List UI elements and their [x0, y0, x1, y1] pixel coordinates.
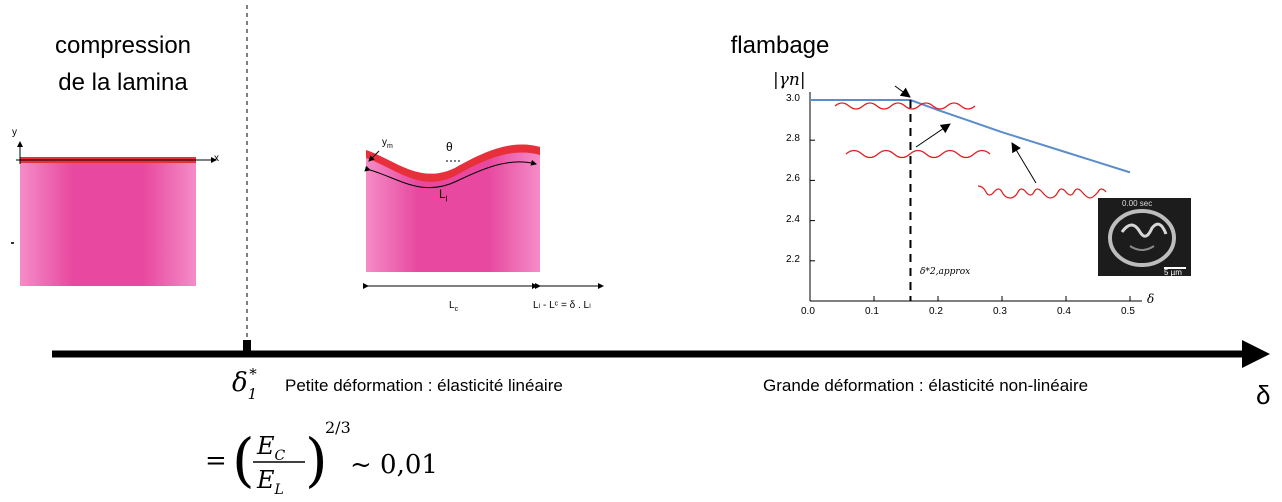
- chart-y-label: |γn|: [773, 70, 806, 90]
- inset-time-label: 0.00 sec: [1122, 199, 1153, 208]
- x-tick-label: 0.3: [993, 306, 1007, 317]
- axis-y-label: y: [12, 127, 17, 138]
- formula-open-paren: (: [232, 426, 255, 494]
- theta-label: θ: [446, 140, 453, 154]
- x-tick-label: 0.0: [801, 306, 815, 317]
- microscopy-inset: [1098, 198, 1191, 276]
- y-tick-label: 3.0: [786, 93, 800, 104]
- small-deformation-label: Petite déformation : élasticité linéaire: [285, 376, 563, 395]
- y-tick-label: 2.4: [786, 213, 800, 225]
- small-mark: [11, 242, 14, 244]
- buckling-chart: [809, 85, 1191, 302]
- Ll-label: Ll: [439, 187, 448, 204]
- x-tick-label: 0.5: [1121, 306, 1135, 317]
- series-line: [810, 99, 1131, 174]
- x-tick-label: 0.1: [865, 306, 879, 317]
- flat-lamina-illustration: [11, 141, 217, 286]
- y-tick-label: 2.6: [786, 173, 800, 185]
- y-tick-label: 2.2: [786, 253, 800, 265]
- delta1-label: δ1*: [232, 365, 258, 403]
- timeline-arrowhead: [1242, 340, 1270, 368]
- length-formula: Lₗ - Lᶜ = δ . Lₗ: [533, 300, 591, 311]
- y-tick-label: 2.8: [786, 133, 800, 145]
- formula-close-paren: ): [305, 426, 328, 494]
- chart-x-label: δ: [1147, 292, 1155, 306]
- pointer-arrow-3: [1011, 142, 1037, 184]
- formula-equals: =: [205, 446, 227, 476]
- formula-exponent: 2/3: [325, 418, 351, 437]
- formula-numerator: EC: [257, 432, 286, 464]
- right-title: flambage: [730, 32, 830, 59]
- contour-length-arrow: [364, 159, 537, 189]
- delta1-tick: [243, 340, 251, 354]
- x-tick-label: 0.4: [1057, 306, 1071, 317]
- inset-scale-label: 5 µm: [1164, 268, 1182, 277]
- timeline-delta-label: δ: [1256, 380, 1271, 410]
- left-title-line2: de la lamina: [58, 69, 188, 96]
- large-deformation-label: Grande déformation : élasticité non-liné…: [763, 376, 1089, 395]
- timeline-axis: [52, 340, 1270, 368]
- wave-large: [977, 185, 1107, 199]
- axis-x-label: x: [214, 153, 219, 164]
- ym-label: ym: [382, 137, 393, 150]
- buckled-lamina-illustration: [363, 144, 604, 289]
- pointer-arrow-2: [915, 123, 951, 148]
- wave-small: [834, 102, 976, 110]
- pointer-arrow-1: [894, 85, 911, 98]
- Lc-label: Lc: [449, 300, 459, 313]
- delta2-approx-label: δ*2,approx: [920, 267, 971, 277]
- left-title-line1: compression: [54, 32, 192, 59]
- lamina-block: [20, 162, 196, 286]
- formula-denominator: EL: [257, 466, 284, 498]
- formula-approx: ~ 0,01: [350, 450, 438, 480]
- wave-medium: [845, 149, 991, 159]
- ym-arrow: [368, 150, 380, 162]
- x-tick-label: 0.2: [929, 306, 943, 317]
- buckled-membrane: [366, 144, 540, 182]
